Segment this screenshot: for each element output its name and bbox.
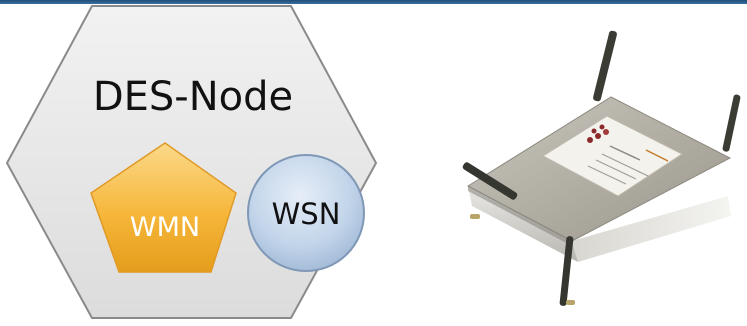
wmn-pentagon [90,142,237,273]
des-node-title: DES-Node [93,74,293,120]
wireless-node-device-photo [462,30,741,306]
top-accent-bar [0,0,747,4]
wsn-label: WSN [272,197,341,231]
wmn-label: WMN [130,212,200,243]
wsn-circle [247,154,365,272]
